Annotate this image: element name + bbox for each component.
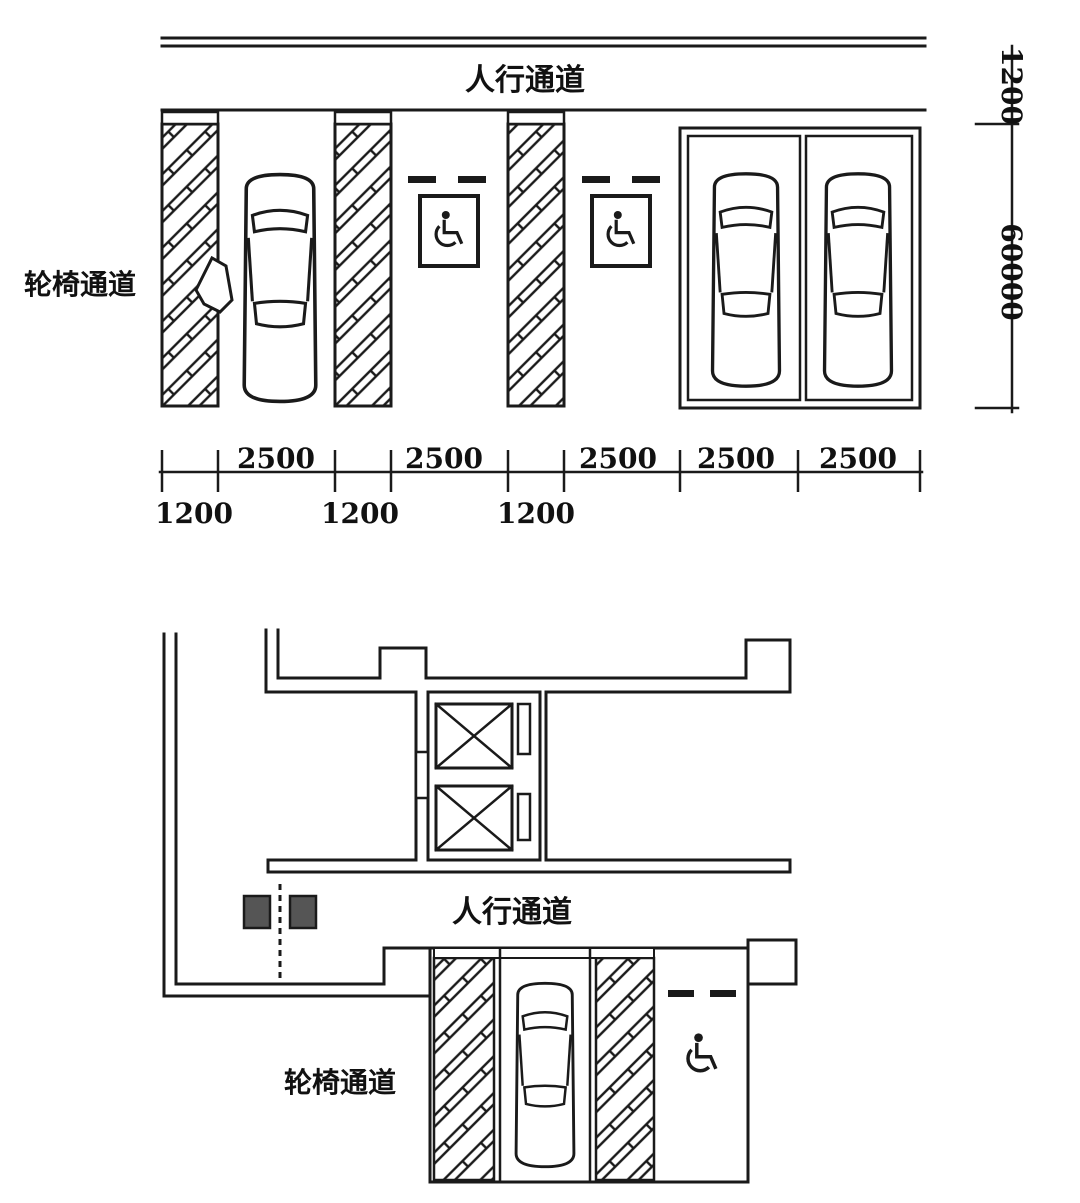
dim-aisle-3: 1200 xyxy=(497,497,575,530)
top-wheelchair-label: 轮椅通道 xyxy=(24,268,136,301)
dim-space-4: 2500 xyxy=(697,442,775,475)
sign-icon xyxy=(288,894,318,930)
car-icon xyxy=(514,981,576,1169)
bottom-aisle-2 xyxy=(594,956,656,1182)
bottom-wheelchair-label: 轮椅通道 xyxy=(284,1066,396,1099)
top-aisle-2 xyxy=(333,122,393,408)
top-aisle-3 xyxy=(506,122,566,408)
dim-aisle-1: 1200 xyxy=(155,497,233,530)
car-icon xyxy=(822,172,894,388)
dim-space-2: 2500 xyxy=(405,442,483,475)
bottom-walkway-label: 人行通道 xyxy=(452,895,572,930)
top-walkway-label: 人行通道 xyxy=(465,63,585,98)
car-icon xyxy=(710,172,782,388)
dim-60000: 60000 xyxy=(995,223,1028,320)
sign-icon xyxy=(242,894,272,930)
dim-space-5: 2500 xyxy=(819,442,897,475)
bottom-plan: 人行通道 轮椅通道 xyxy=(162,628,798,1184)
dim-aisle-2: 1200 xyxy=(321,497,399,530)
top-plan: 人行通道 轮椅通道 1200 60000 xyxy=(24,36,1028,530)
bottom-aisle-1 xyxy=(432,956,496,1182)
dim-1200: 1200 xyxy=(995,47,1028,125)
wheelchair-user-icon xyxy=(194,255,234,314)
dim-space-3: 2500 xyxy=(579,442,657,475)
dim-space-1: 2500 xyxy=(237,442,315,475)
car-icon xyxy=(242,172,318,404)
